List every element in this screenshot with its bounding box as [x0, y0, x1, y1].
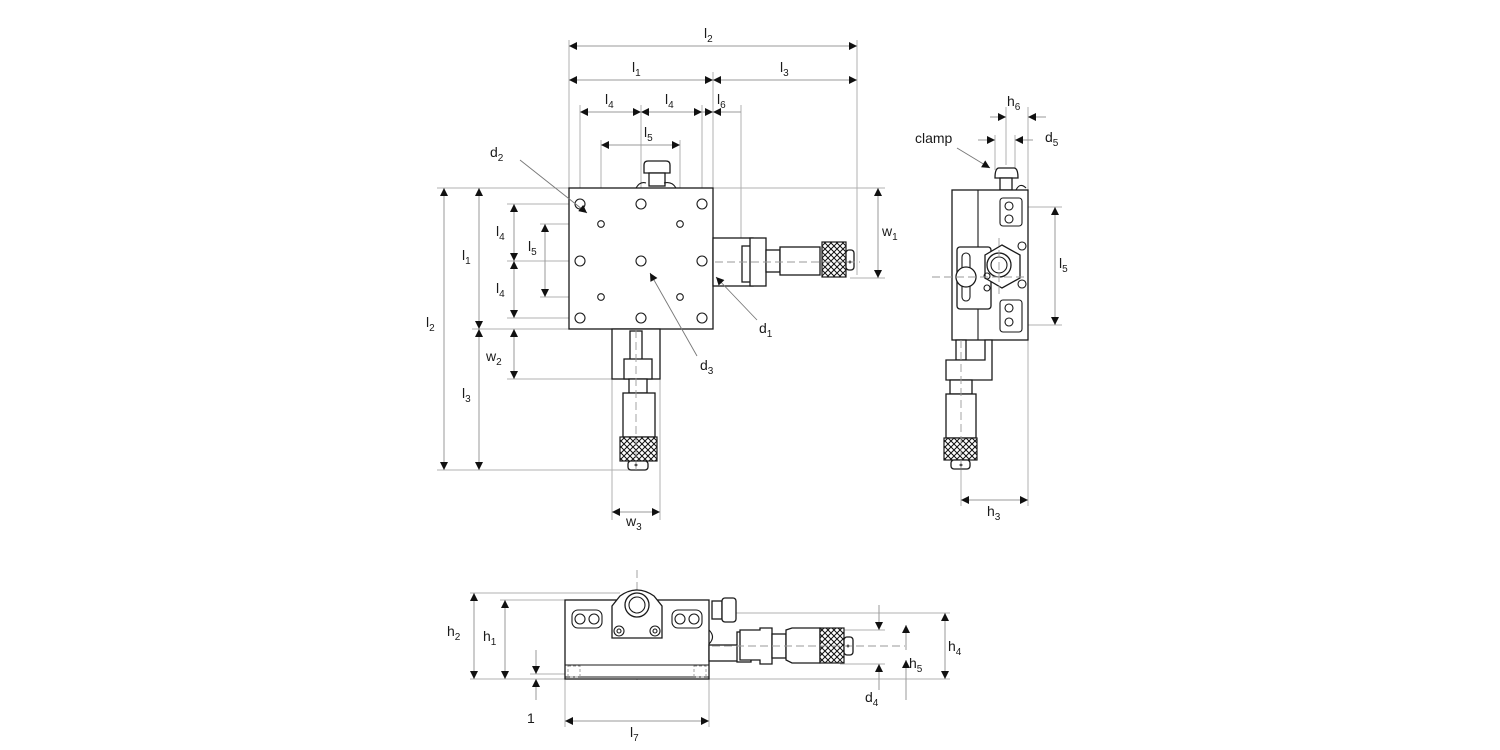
mounting-holes — [574, 198, 708, 324]
callout-d3: d3 — [700, 357, 714, 377]
label-l5-left: l5 — [528, 238, 537, 258]
clamp-knob — [643, 160, 671, 174]
stage-plate — [568, 187, 714, 330]
label-d4: d4 — [865, 689, 879, 709]
label-h4: h4 — [948, 638, 962, 658]
label-h3: h3 — [987, 503, 1001, 523]
label-one: 1 — [527, 710, 535, 726]
label-l3-left: l3 — [462, 385, 471, 405]
label-w3: w3 — [625, 513, 642, 533]
callout-d1: d1 — [759, 320, 773, 340]
label-l4-left-a: l4 — [496, 223, 505, 243]
label-l4-left-b: l4 — [496, 280, 505, 300]
label-l5-top: l5 — [644, 124, 653, 144]
front-view — [470, 570, 950, 727]
label-l3-top: l3 — [780, 59, 789, 79]
micrometer-y — [611, 328, 661, 471]
callout-clamp: clamp — [915, 130, 953, 146]
label-l4-top-a: l4 — [605, 91, 614, 111]
label-w1: w1 — [881, 223, 898, 243]
label-l2-left: l2 — [426, 314, 435, 334]
label-h6: h6 — [1007, 93, 1021, 113]
label-w2: w2 — [485, 348, 502, 368]
label-l2-top: l2 — [704, 25, 713, 45]
label-h1: h1 — [483, 628, 497, 648]
dimension-labels: l2 l1 l3 l4 l4 l6 l5 w1 l1 l2 l3 l4 l4 l… — [426, 25, 1068, 744]
label-l1-top: l1 — [632, 59, 641, 79]
label-l4-top-b: l4 — [665, 91, 674, 111]
label-h5: h5 — [909, 655, 923, 675]
label-l6-top: l6 — [717, 91, 726, 111]
top-view — [437, 40, 885, 520]
label-d5: d5 — [1045, 129, 1059, 149]
label-l5-side: l5 — [1059, 255, 1068, 275]
callout-d2: d2 — [490, 144, 504, 164]
micrometer-x — [712, 237, 860, 287]
label-h2: h2 — [447, 623, 461, 643]
label-l7: l7 — [630, 724, 639, 744]
label-l1-left: l1 — [462, 247, 471, 267]
side-view — [932, 107, 1062, 506]
